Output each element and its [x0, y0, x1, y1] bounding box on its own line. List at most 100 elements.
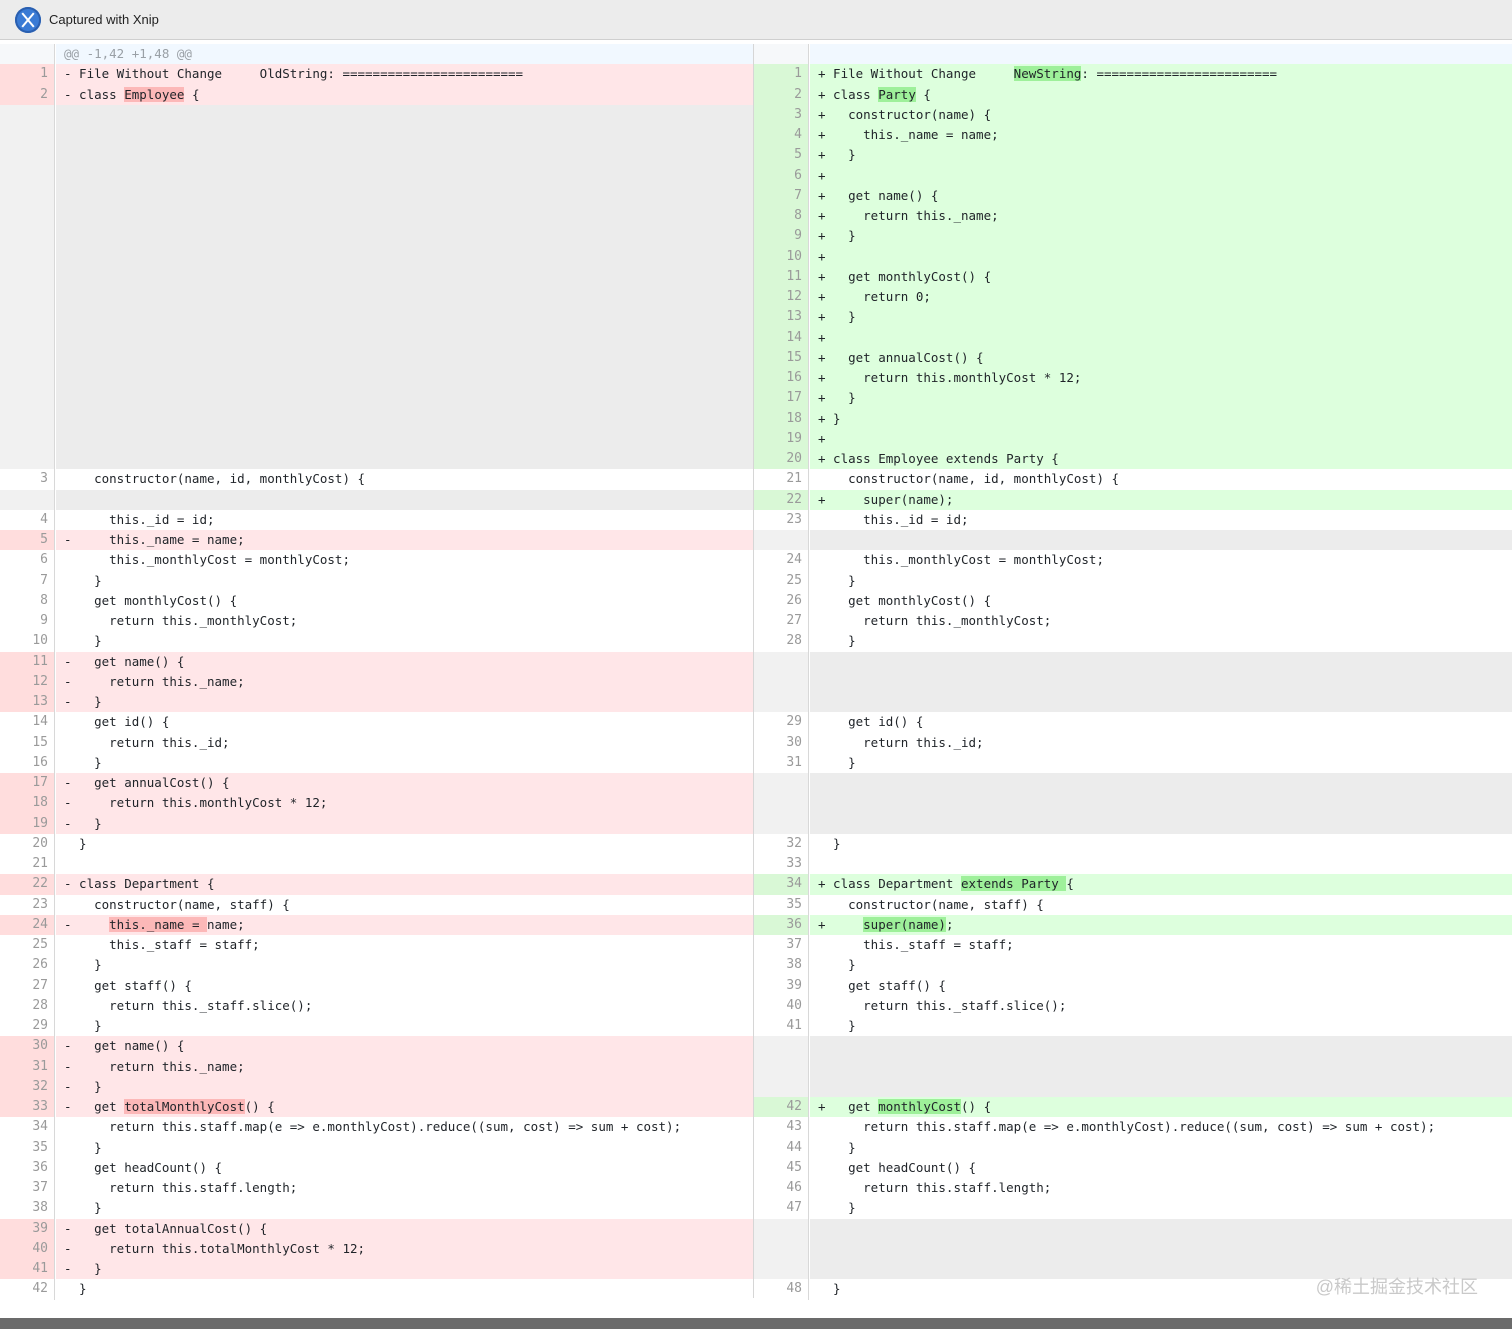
line-number: 25: [0, 935, 55, 956]
line-number: [0, 165, 55, 186]
right-diff-line: 22+ super(name);: [754, 489, 1512, 510]
line-code: get id() {: [56, 712, 753, 732]
right-diff-line: 3+ constructor(name) {: [754, 104, 1512, 125]
code-token: - get name() {: [64, 1038, 185, 1054]
right-diff-line: 5+ }: [754, 145, 1512, 166]
line-number: 9: [0, 611, 55, 632]
line-number: 40: [0, 1238, 55, 1259]
left-diff-line: [0, 449, 753, 470]
diff-left-pane[interactable]: @@ -1,42 +1,48 @@1- File Without Change …: [0, 44, 754, 1300]
line-number: 39: [754, 975, 809, 996]
right-diff-line: [754, 1238, 1512, 1259]
line-code: + return this.monthlyCost * 12;: [810, 368, 1512, 389]
line-number: 17: [754, 388, 809, 409]
line-number: 33: [754, 854, 809, 875]
left-diff-line: 32- }: [0, 1076, 753, 1097]
code-token: +: [818, 329, 826, 345]
code-token: this._monthlyCost = monthlyCost;: [64, 552, 350, 568]
line-code: [56, 489, 753, 510]
code-token: return this._monthlyCost;: [64, 613, 298, 628]
window-bottom-bar: [0, 1318, 1512, 1329]
code-token: {: [1066, 876, 1074, 892]
code-token: return this._id;: [818, 734, 984, 750]
code-token: - }: [64, 694, 102, 709]
code-token: - return this._name;: [64, 673, 245, 689]
line-number: [0, 206, 55, 227]
line-code: }: [810, 1198, 1512, 1218]
code-token: + super(name);: [818, 491, 954, 507]
line-code: - get annualCost() {: [56, 773, 753, 794]
line-code: - return this._name;: [56, 1056, 753, 1077]
code-token: +: [818, 248, 826, 264]
left-diff-line: [0, 185, 753, 206]
line-code: [810, 793, 1512, 814]
right-diff-line: 38 }: [754, 955, 1512, 976]
line-number: [754, 1036, 809, 1057]
left-diff-line: 20 }: [0, 833, 753, 854]
line-code: }: [56, 834, 753, 854]
code-token: }: [64, 1139, 102, 1155]
right-diff-line: 36+ super(name);: [754, 914, 1512, 935]
code-token: + get name() {: [818, 187, 939, 203]
right-diff-line: 45 get headCount() {: [754, 1157, 1512, 1178]
line-code: +: [810, 246, 1512, 267]
line-number: 34: [754, 874, 809, 895]
right-diff-line: [754, 1036, 1512, 1057]
line-number: 18: [0, 793, 55, 814]
line-number: [754, 813, 809, 834]
line-number: 7: [0, 570, 55, 591]
right-diff-line: 16+ return this.monthlyCost * 12;: [754, 368, 1512, 389]
left-diff-line: 29 }: [0, 1016, 753, 1037]
code-token: constructor(name, staff) {: [818, 896, 1044, 912]
line-code: [56, 266, 753, 287]
changed-token: monthlyCost: [878, 1099, 962, 1114]
line-code: }: [810, 834, 1512, 854]
right-diff-line: [754, 773, 1512, 794]
left-diff-line: 24- this._name = name;: [0, 914, 753, 935]
left-diff-line: [0, 145, 753, 166]
code-token: }: [818, 633, 856, 649]
line-code: [56, 104, 753, 125]
left-diff-line: [0, 125, 753, 146]
line-code: }: [810, 753, 1512, 773]
left-diff-line: 23 constructor(name, staff) {: [0, 894, 753, 915]
line-number: [754, 773, 809, 794]
diff-right-pane[interactable]: 1+ File Without Change NewString: ======…: [754, 44, 1512, 1300]
left-diff-line: [0, 347, 753, 368]
line-code: [810, 1238, 1512, 1259]
left-diff-line: 1- File Without Change OldString: ======…: [0, 64, 753, 85]
code-token: }: [64, 957, 102, 973]
line-number: 15: [754, 347, 809, 368]
line-number: 13: [0, 692, 55, 713]
line-number: 37: [0, 1178, 55, 1199]
right-diff-line: 15+ get annualCost() {: [754, 347, 1512, 368]
left-diff-line: 12- return this._name;: [0, 671, 753, 692]
code-token: constructor(name, id, monthlyCost) {: [818, 471, 1120, 487]
right-diff-line: 44 }: [754, 1137, 1512, 1158]
line-number: [754, 1218, 809, 1239]
code-token: return this.staff.length;: [818, 1180, 1052, 1195]
line-code: }: [810, 1279, 1512, 1299]
line-code: + class Party {: [810, 84, 1512, 105]
code-token: get id() {: [818, 714, 924, 730]
line-code: - class Department {: [56, 874, 753, 895]
line-code: }: [810, 1016, 1512, 1036]
line-number: 20: [754, 449, 809, 470]
line-number: 39: [0, 1218, 55, 1239]
line-code: }: [56, 753, 753, 773]
line-code: get staff() {: [56, 976, 753, 996]
line-code: [810, 530, 1512, 551]
left-diff-line: [0, 287, 753, 308]
code-token: : ========================: [1081, 66, 1278, 82]
line-code: [56, 408, 753, 429]
line-number: [0, 44, 55, 65]
line-number: 16: [754, 368, 809, 389]
line-code: [56, 246, 753, 267]
code-token: constructor(name, staff) {: [64, 896, 290, 912]
right-diff-line: [754, 793, 1512, 814]
line-code: + get monthlyCost() {: [810, 266, 1512, 287]
line-code: - get totalMonthlyCost() {: [56, 1097, 753, 1118]
right-diff-line: 26 get monthlyCost() {: [754, 590, 1512, 611]
line-number: [754, 1238, 809, 1259]
line-code: +: [810, 327, 1512, 348]
